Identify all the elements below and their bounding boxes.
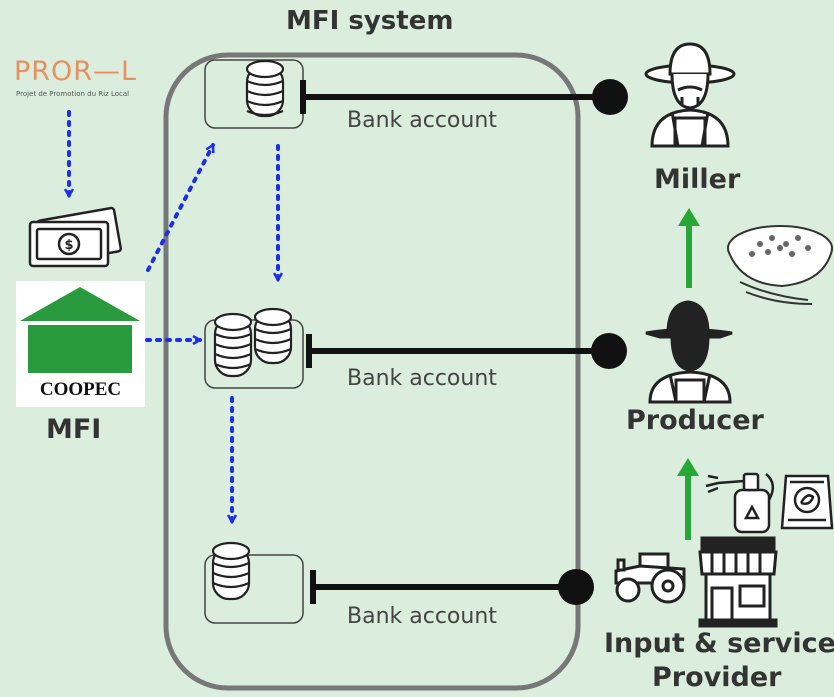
coins-icon — [211, 541, 251, 601]
account-connector-middle — [306, 333, 627, 369]
shop-icon — [698, 536, 778, 628]
mfi-system-frame — [163, 52, 581, 691]
green-arrow-producer-to-miller — [678, 208, 700, 288]
provider-label-line2: Provider — [652, 662, 782, 693]
mfi-label: MFI — [46, 414, 102, 445]
proril-subtitle: Projet de Promotion du Riz Local — [16, 90, 130, 98]
diagram-title: MFI system — [286, 6, 454, 36]
bank-account-label-middle: Bank account — [347, 366, 497, 391]
seed-bag-icon — [780, 474, 834, 530]
account-connector-bottom — [310, 569, 594, 605]
account-connector-top — [300, 79, 628, 115]
coins-icon — [213, 307, 293, 378]
proril-logo: PROR—L Projet de Promotion du Riz Local — [14, 56, 150, 106]
account-box-middle — [204, 319, 304, 389]
coopec-wordmark: COOPEC — [39, 379, 122, 400]
sprayer-icon — [705, 472, 775, 534]
rice-bowl-icon — [727, 225, 833, 305]
green-arrow-provider-to-producer — [677, 458, 699, 540]
money-bill-icon: $ — [28, 206, 123, 268]
miller-label: Miller — [654, 164, 741, 195]
producer-icon — [645, 300, 733, 404]
proril-wordmark: PROR—L — [14, 56, 138, 87]
coopec-logo: COOPEC — [16, 281, 145, 407]
arrow-coopec-to-top-account — [146, 145, 215, 272]
svg-text:$: $ — [64, 238, 73, 253]
account-box-bottom — [204, 554, 304, 624]
miller-icon — [644, 42, 736, 148]
tractor-icon — [614, 552, 686, 604]
provider-label-line1: Input & service — [604, 628, 834, 659]
coins-icon — [245, 59, 285, 118]
bank-account-label-top: Bank account — [347, 108, 497, 133]
house-icon — [20, 287, 140, 373]
bank-account-label-bottom: Bank account — [347, 604, 497, 629]
producer-label: Producer — [626, 405, 764, 436]
